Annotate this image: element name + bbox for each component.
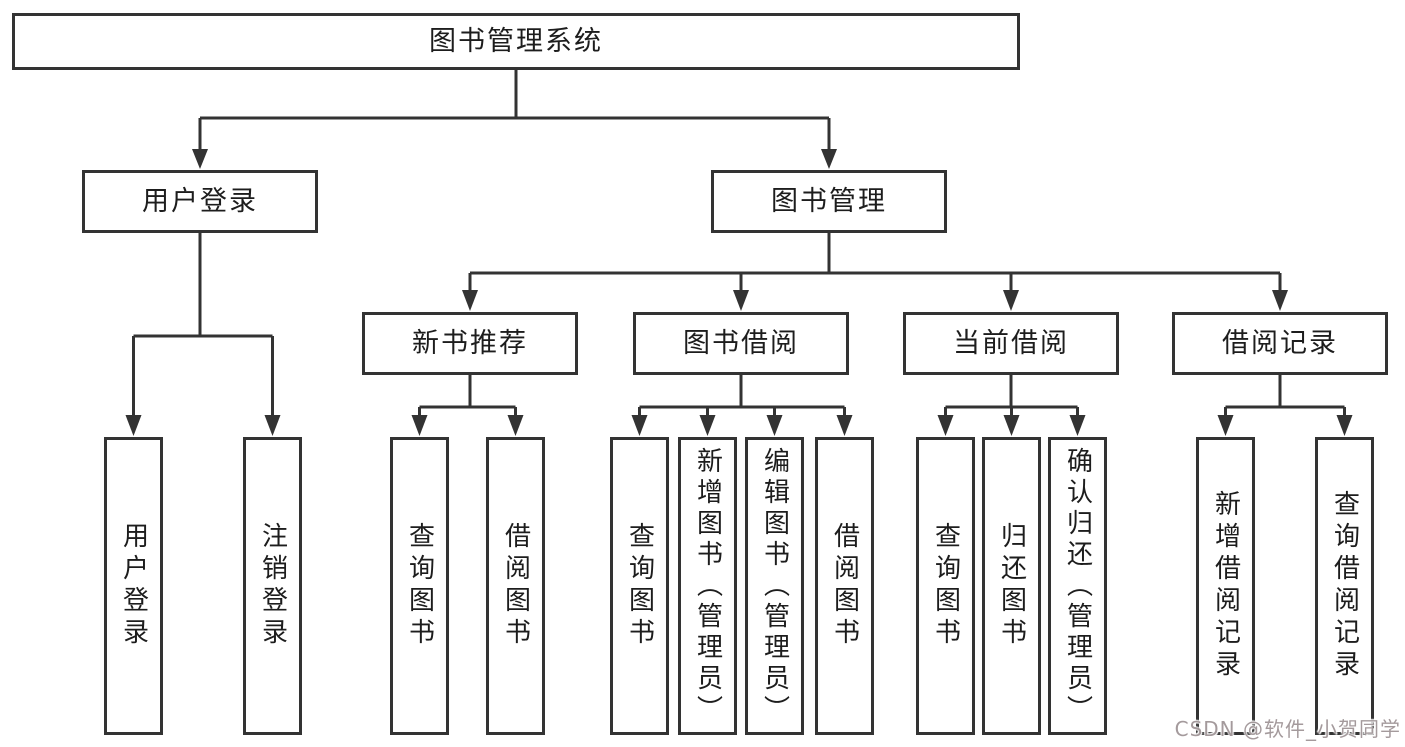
- arrow-down-icon: [631, 415, 648, 436]
- connector-user-login-children: [125, 233, 281, 436]
- leaf-current-return-books: 归还图书: [982, 437, 1041, 735]
- arrow-down-icon: [462, 290, 478, 311]
- leaf-newbook-query-books: 查询图书: [390, 437, 449, 735]
- node-new-book-recommend: 新书推荐: [362, 312, 578, 375]
- arrow-down-icon: [733, 290, 749, 311]
- leaf-borrow-borrow-books: 借阅图书: [815, 437, 874, 735]
- connector-book-borrow-children: [631, 375, 853, 436]
- arrow-down-icon: [1069, 415, 1086, 436]
- arrow-down-icon: [192, 149, 208, 169]
- node-current-borrow: 当前借阅: [903, 312, 1119, 375]
- node-user-login: 用户登录: [82, 170, 318, 233]
- arrow-down-icon: [125, 415, 142, 436]
- csdn-watermark: CSDN @软件_小贺同学: [1174, 717, 1401, 741]
- arrow-down-icon: [821, 149, 837, 169]
- arrow-down-icon: [264, 415, 281, 436]
- connector-new-book-children: [411, 375, 524, 436]
- arrow-down-icon: [1272, 290, 1288, 311]
- leaf-newbook-borrow-books: 借阅图书: [486, 437, 545, 735]
- arrow-down-icon: [766, 415, 783, 436]
- leaf-borrow-query-books: 查询图书: [610, 437, 669, 735]
- leaf-borrow-add-books-admin: 新增图书（管理员）: [678, 437, 737, 735]
- arrow-down-icon: [699, 415, 716, 436]
- node-book-mgmt: 图书管理: [711, 170, 947, 233]
- node-root-system: 图书管理系统: [12, 13, 1020, 70]
- node-borrow-records: 借阅记录: [1172, 312, 1388, 375]
- connector-root-to-level2: [192, 70, 837, 169]
- leaf-user-login: 用户登录: [104, 437, 163, 735]
- leaf-records-query-record: 查询借阅记录: [1315, 437, 1374, 735]
- arrow-down-icon: [411, 415, 428, 436]
- arrow-down-icon: [836, 415, 853, 436]
- arrow-down-icon: [1336, 415, 1353, 436]
- leaf-current-confirm-return-admin: 确认归还（管理员）: [1048, 437, 1107, 735]
- arrow-down-icon: [937, 415, 954, 436]
- arrow-down-icon: [1003, 415, 1020, 436]
- leaf-borrow-edit-books-admin: 编辑图书（管理员）: [745, 437, 804, 735]
- leaf-logout: 注销登录: [243, 437, 302, 735]
- connector-borrow-records-children: [1217, 375, 1353, 436]
- leaf-current-query-books: 查询图书: [916, 437, 975, 735]
- arrow-down-icon: [1217, 415, 1234, 436]
- connector-book-mgmt-children: [462, 233, 1288, 311]
- leaf-records-add-record: 新增借阅记录: [1196, 437, 1255, 735]
- connector-current-borrow-children: [937, 375, 1086, 436]
- node-book-borrow: 图书借阅: [633, 312, 849, 375]
- arrow-down-icon: [507, 415, 524, 436]
- arrow-down-icon: [1003, 290, 1019, 311]
